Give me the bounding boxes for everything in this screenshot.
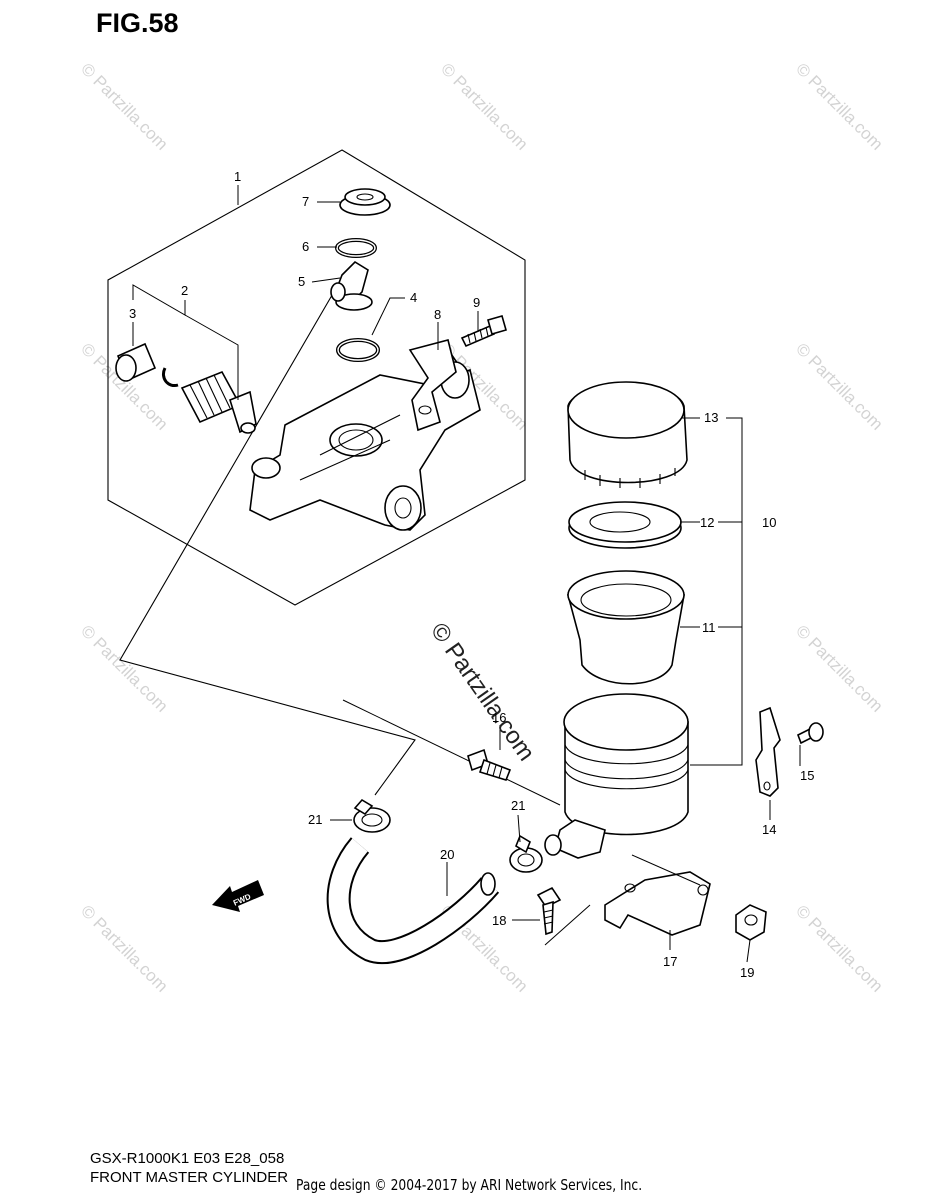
part-18-bolt — [536, 886, 562, 936]
part-16-bolt — [467, 748, 512, 781]
section-name: FRONT MASTER CYLINDER — [90, 1169, 289, 1186]
assembly-boundary — [107, 149, 561, 806]
watermark: © Partzilla.com — [77, 59, 171, 153]
callout-17: 17 — [663, 954, 677, 969]
fwd-arrow-icon: FWD — [212, 880, 264, 912]
part-17-bracket — [604, 871, 711, 936]
watermark: © Partzilla.com — [437, 59, 531, 153]
part-7-cap — [339, 188, 391, 216]
callout-20: 20 — [440, 847, 454, 862]
callout-14: 14 — [762, 822, 776, 837]
part-19-nut — [735, 904, 767, 941]
part-10-reservoir — [544, 693, 689, 859]
callout-21-left: 21 — [308, 812, 322, 827]
model-code: GSX-R1000K1 E03 E28_058 — [90, 1150, 285, 1167]
part-4-o-ring — [336, 338, 380, 362]
part-6-circlip — [335, 238, 377, 258]
leader-lines — [132, 185, 801, 963]
callout-6: 6 — [302, 239, 309, 254]
callout-16: 16 — [492, 710, 506, 725]
part-13-reservoir-cap — [567, 381, 688, 488]
part-11-diaphragm — [566, 570, 685, 685]
callout-2: 2 — [181, 283, 188, 298]
copyright-notice: Page design © 2004-2017 by ARI Network S… — [296, 1176, 643, 1194]
callout-13: 13 — [704, 410, 718, 425]
callout-9: 9 — [473, 295, 480, 310]
watermark: © Partzilla.com — [792, 621, 886, 715]
callout-5: 5 — [298, 274, 305, 289]
part-14-bracket — [755, 706, 781, 797]
watermark: © Partzilla.com — [792, 901, 886, 995]
callout-3: 3 — [129, 306, 136, 321]
callout-18: 18 — [492, 913, 506, 928]
part-9-bolt — [460, 315, 507, 348]
part-5-elbow-fitting — [330, 260, 373, 311]
callout-8: 8 — [434, 307, 441, 322]
figure-title: FIG.58 — [96, 8, 179, 38]
watermark-main: © Partzilla.com — [425, 618, 540, 766]
part-15-screw — [796, 722, 824, 745]
part-21-clip-lower — [509, 834, 543, 873]
part-21-clip-upper — [353, 798, 391, 833]
callout-15: 15 — [800, 768, 814, 783]
watermark: © Partzilla.com — [77, 621, 171, 715]
callout-labels: 1 7 6 5 2 4 9 3 8 13 12 10 11 16 15 21 2… — [129, 169, 814, 980]
part-2-piston-kit — [115, 342, 257, 434]
callout-19: 19 — [740, 965, 754, 980]
part-20-hose — [326, 837, 500, 964]
watermark: © Partzilla.com — [77, 901, 171, 995]
part-12-plate — [568, 501, 682, 549]
callout-11: 11 — [702, 620, 716, 635]
watermark: © Partzilla.com — [792, 339, 886, 433]
callout-12: 12 — [700, 515, 714, 530]
callout-1: 1 — [234, 169, 241, 184]
watermark: © Partzilla.com — [792, 59, 886, 153]
callout-10: 10 — [762, 515, 776, 530]
callout-21-upper: 21 — [511, 798, 525, 813]
callout-4: 4 — [410, 290, 417, 305]
callout-7: 7 — [302, 194, 309, 209]
part-8-clamp — [408, 339, 457, 432]
